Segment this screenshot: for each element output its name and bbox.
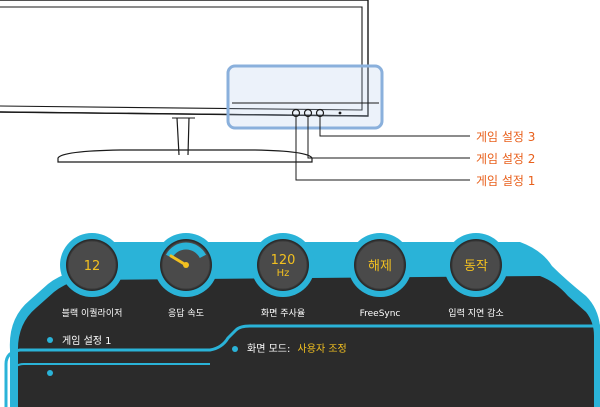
dial-value: 해제 (368, 259, 392, 274)
dial-value: 120 (271, 253, 296, 268)
dial-face (67, 240, 117, 290)
dial-black-equalizer[interactable]: 12 블랙 이퀄라이저 (60, 233, 124, 319)
callout-label-game-setting-1: 게임 설정 1 (476, 174, 535, 188)
dial-face (451, 240, 501, 290)
screen-mode-label: 화면 모드: (247, 343, 290, 355)
callout-label-game-setting-3: 게임 설정 3 (476, 130, 535, 144)
button-highlight-frame (226, 64, 384, 130)
dial-label: FreeSync (360, 309, 401, 319)
dial-face (258, 240, 308, 290)
dial-face (355, 240, 405, 290)
dial-label: 화면 주사율 (261, 308, 305, 319)
dial-freesync[interactable]: 해제 FreeSync (348, 233, 412, 319)
game-setting-1-button[interactable] (291, 108, 301, 118)
gauge-arc (165, 242, 207, 259)
game-setting-3-button[interactable] (315, 108, 325, 118)
callout-label-game-setting-2: 게임 설정 2 (476, 152, 535, 166)
row-bullet-icon (232, 346, 238, 352)
dial-value: 12 (84, 259, 101, 274)
row-bullet-icon (47, 370, 53, 376)
power-led-icon (338, 111, 342, 115)
monitor-diagram (0, 0, 384, 163)
screen-mode-value: 사용자 조정 (298, 343, 347, 355)
callout-lines (295, 117, 470, 181)
dial-unit: Hz (277, 268, 290, 279)
gauge-pivot (183, 262, 189, 268)
dial-response-time[interactable]: 응답 속도 (154, 233, 218, 319)
game-setting-2-button[interactable] (303, 108, 313, 118)
row-bullet-icon (47, 337, 53, 343)
panel-row-game-setting[interactable]: 게임 설정 1 (62, 334, 112, 347)
dial-label: 입력 지연 감소 (448, 307, 503, 319)
dial-label: 응답 속도 (168, 307, 204, 319)
screen-mode-row[interactable]: 화면 모드: 사용자 조정 (247, 343, 347, 355)
dial-label: 블랙 이퀄라이저 (62, 308, 123, 319)
dial-value: 동작 (464, 259, 488, 274)
